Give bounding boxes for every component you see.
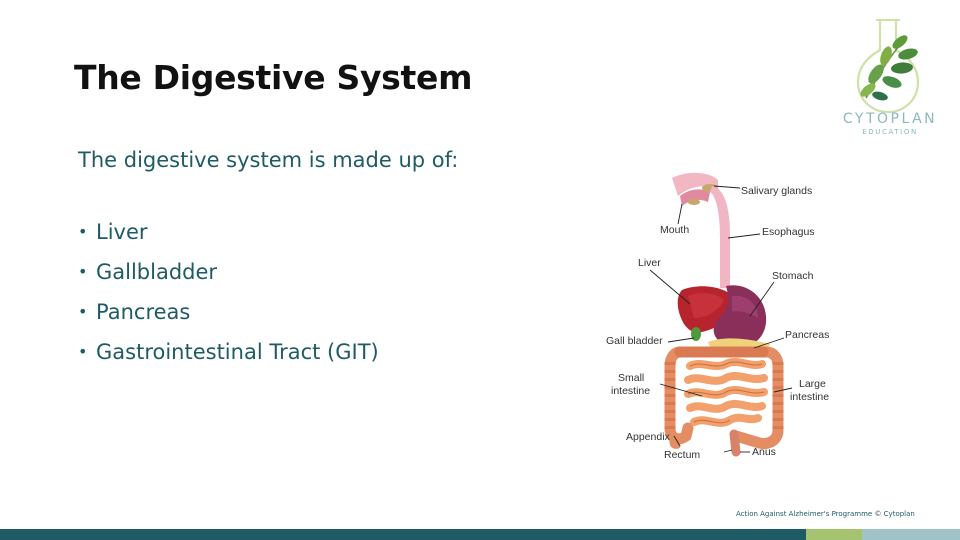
footer-bar-dark	[0, 529, 806, 540]
list-item: • Gastrointestinal Tract (GIT)	[78, 332, 379, 372]
bullet-icon: •	[78, 302, 88, 321]
footer-text: Action Against Alzheimer's Programme © C…	[736, 510, 915, 518]
bullet-list: • Liver • Gallbladder • Pancreas • Gastroint…	[78, 212, 379, 372]
intro-text: The digestive system is made up of:	[78, 148, 459, 172]
bullet-text: Pancreas	[96, 300, 191, 324]
list-item: • Pancreas	[78, 292, 379, 332]
bullet-text: Gallbladder	[96, 260, 218, 284]
label-mouth: Mouth	[660, 224, 690, 236]
logo-subtitle: EDUCATION	[862, 128, 918, 136]
footer-bar-light	[862, 529, 960, 540]
bullet-icon: •	[78, 262, 88, 281]
label-anus: Anus	[752, 446, 776, 458]
slide-title: The Digestive System	[74, 58, 473, 97]
bullet-icon: •	[78, 342, 88, 361]
label-large-intestine-line1: Large	[799, 378, 826, 390]
footer-bar-green	[806, 529, 862, 540]
label-esophagus: Esophagus	[762, 226, 815, 238]
list-item: • Liver	[78, 212, 379, 252]
label-pancreas: Pancreas	[785, 329, 830, 341]
label-salivary-glands: Salivary glands	[741, 185, 813, 197]
label-rectum: Rectum	[664, 449, 701, 461]
bullet-text: Liver	[96, 220, 148, 244]
logo-wordmark: CYTOPLAN	[842, 111, 938, 127]
list-item: • Gallbladder	[78, 252, 379, 292]
bullet-text: Gastrointestinal Tract (GIT)	[96, 340, 379, 364]
bullet-icon: •	[78, 222, 88, 241]
label-large-intestine-line2: intestine	[790, 391, 830, 403]
label-small-intestine-line1: Small	[618, 372, 645, 384]
label-appendix: Appendix	[626, 431, 670, 443]
label-small-intestine-line2: intestine	[611, 385, 651, 397]
label-gall-bladder: Gall bladder	[606, 335, 663, 347]
label-stomach: Stomach	[772, 270, 814, 282]
leaf-flask-icon	[856, 19, 920, 114]
digestive-system-illustration	[649, 172, 793, 457]
label-liver: Liver	[638, 257, 661, 269]
